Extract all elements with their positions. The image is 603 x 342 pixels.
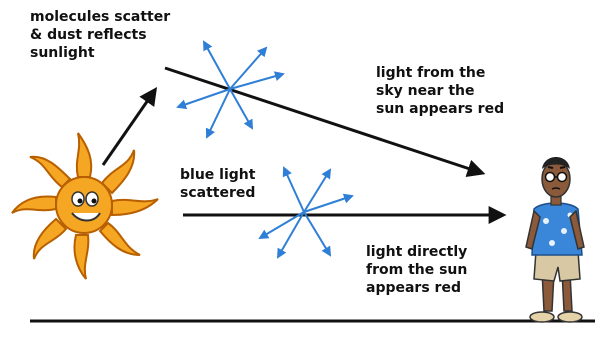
direct-light-label-line-3: appears red: [366, 280, 461, 296]
observer-figure: [525, 157, 585, 323]
blue-scatter-label-line-2: scattered: [180, 185, 256, 201]
sun-face: [71, 191, 101, 222]
sky-light-label-line-1: light from the: [376, 65, 486, 81]
sun-illustration: [11, 132, 159, 280]
direct-light-label-line-2: from the sun: [366, 262, 468, 278]
lower-scatter-burst: [258, 166, 354, 259]
sky-light-label: light from the sky near the sun appears …: [376, 64, 504, 118]
direct-light-label-line-1: light directly: [366, 244, 468, 260]
direct-light-label: light directly from the sun appears red: [366, 243, 467, 297]
sunlight-to-sky-arrow: [101, 87, 158, 166]
scatter-label-line-2: & dust reflects: [30, 27, 147, 43]
sky-light-label-line-3: sun appears red: [376, 101, 505, 117]
sky-light-label-line-2: sky near the: [376, 83, 475, 99]
blue-scatter-label-line-1: blue light: [180, 167, 256, 183]
sky-light-arrow: [164, 66, 486, 178]
scatter-label-line-3: sunlight: [30, 45, 95, 61]
upper-scatter-burst: [176, 40, 285, 139]
blue-scatter-label: blue light scattered: [180, 166, 255, 202]
scatter-label-line-1: molecules scatter: [30, 9, 171, 25]
scatter-label: molecules scatter & dust reflects sunlig…: [30, 8, 170, 62]
